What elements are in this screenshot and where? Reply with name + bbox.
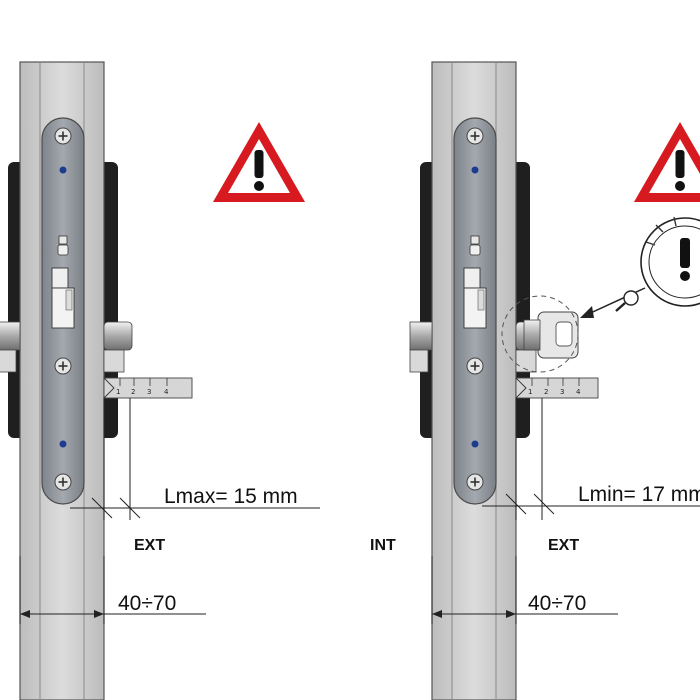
right-ruler-number-3: 3 xyxy=(560,388,564,396)
right-dimension-lines xyxy=(431,398,700,624)
left-measuring-ruler: 1 2 3 4 xyxy=(103,377,193,399)
left-dimension-lines xyxy=(19,398,320,624)
right-measuring-ruler: 1 2 3 4 xyxy=(515,377,599,399)
cylinder-key-detail xyxy=(501,295,579,373)
left-ruler-number-1: 1 xyxy=(116,388,120,396)
left-width-range-label: 40÷70 xyxy=(118,592,176,615)
left-ruler-number-3: 3 xyxy=(147,388,151,396)
left-ruler-number-4: 4 xyxy=(164,388,169,396)
right-ext-label: EXT xyxy=(548,537,579,554)
warning-triangle-icon xyxy=(213,122,305,202)
left-ruler-number-2: 2 xyxy=(131,388,135,396)
right-ruler-number-2: 2 xyxy=(544,388,548,396)
right-ruler-number-1: 1 xyxy=(528,388,532,396)
right-lmin-label: Lmin= 17 mm xyxy=(578,483,700,506)
right-ruler-number-4: 4 xyxy=(576,388,581,396)
right-width-range-label: 40÷70 xyxy=(528,592,586,615)
right-int-label: INT xyxy=(370,537,396,554)
warning-triangle-icon xyxy=(634,122,700,202)
left-lmax-label: Lmax= 15 mm xyxy=(164,485,298,508)
left-ext-label: EXT xyxy=(134,537,165,554)
magnifier-icon xyxy=(580,216,700,318)
